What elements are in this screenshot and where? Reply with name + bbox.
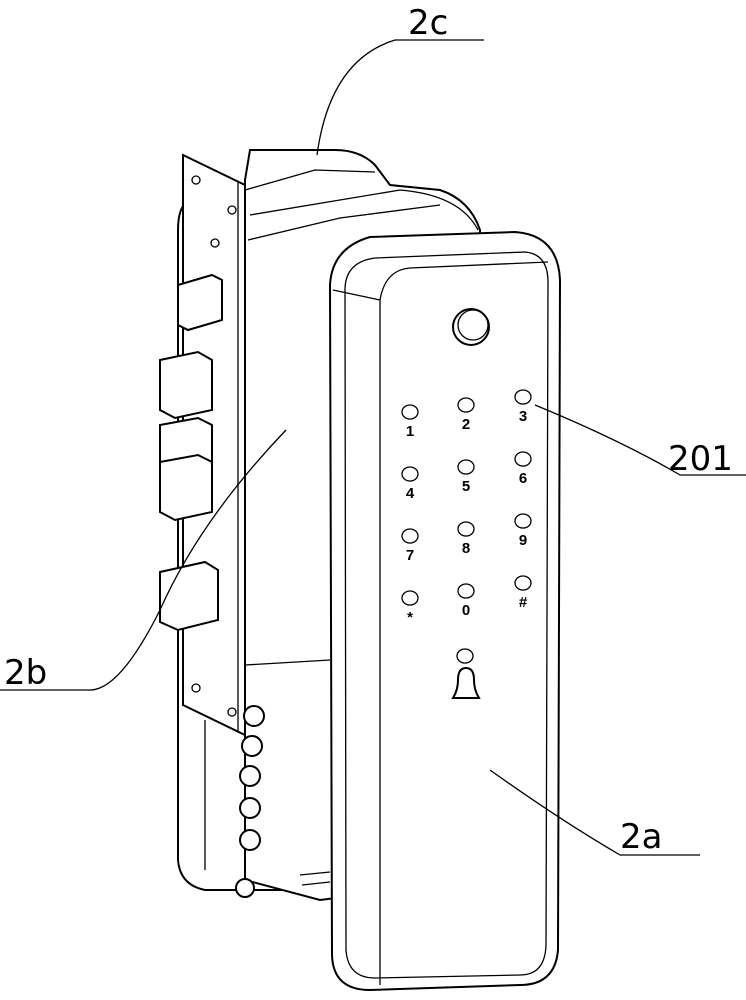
key-label: 8 — [462, 540, 470, 557]
label-201: 201 — [668, 439, 733, 479]
key-label: 3 — [519, 408, 527, 425]
key-label: 0 — [462, 602, 470, 619]
label-2a: 2a — [620, 817, 662, 857]
front-panel — [330, 232, 560, 990]
fingerprint-sensor — [453, 309, 489, 345]
key-label: 2 — [462, 416, 470, 433]
label-2c: 2c — [408, 3, 448, 43]
label-2b: 2b — [4, 653, 47, 693]
key-label: 7 — [406, 547, 414, 564]
key-label: # — [519, 594, 528, 611]
key-label: 6 — [519, 470, 527, 487]
key-label: 1 — [406, 423, 414, 440]
key-label: 5 — [462, 478, 470, 495]
key-label: * — [407, 609, 413, 626]
key-label: 9 — [519, 532, 527, 549]
key-label: 4 — [406, 485, 415, 502]
